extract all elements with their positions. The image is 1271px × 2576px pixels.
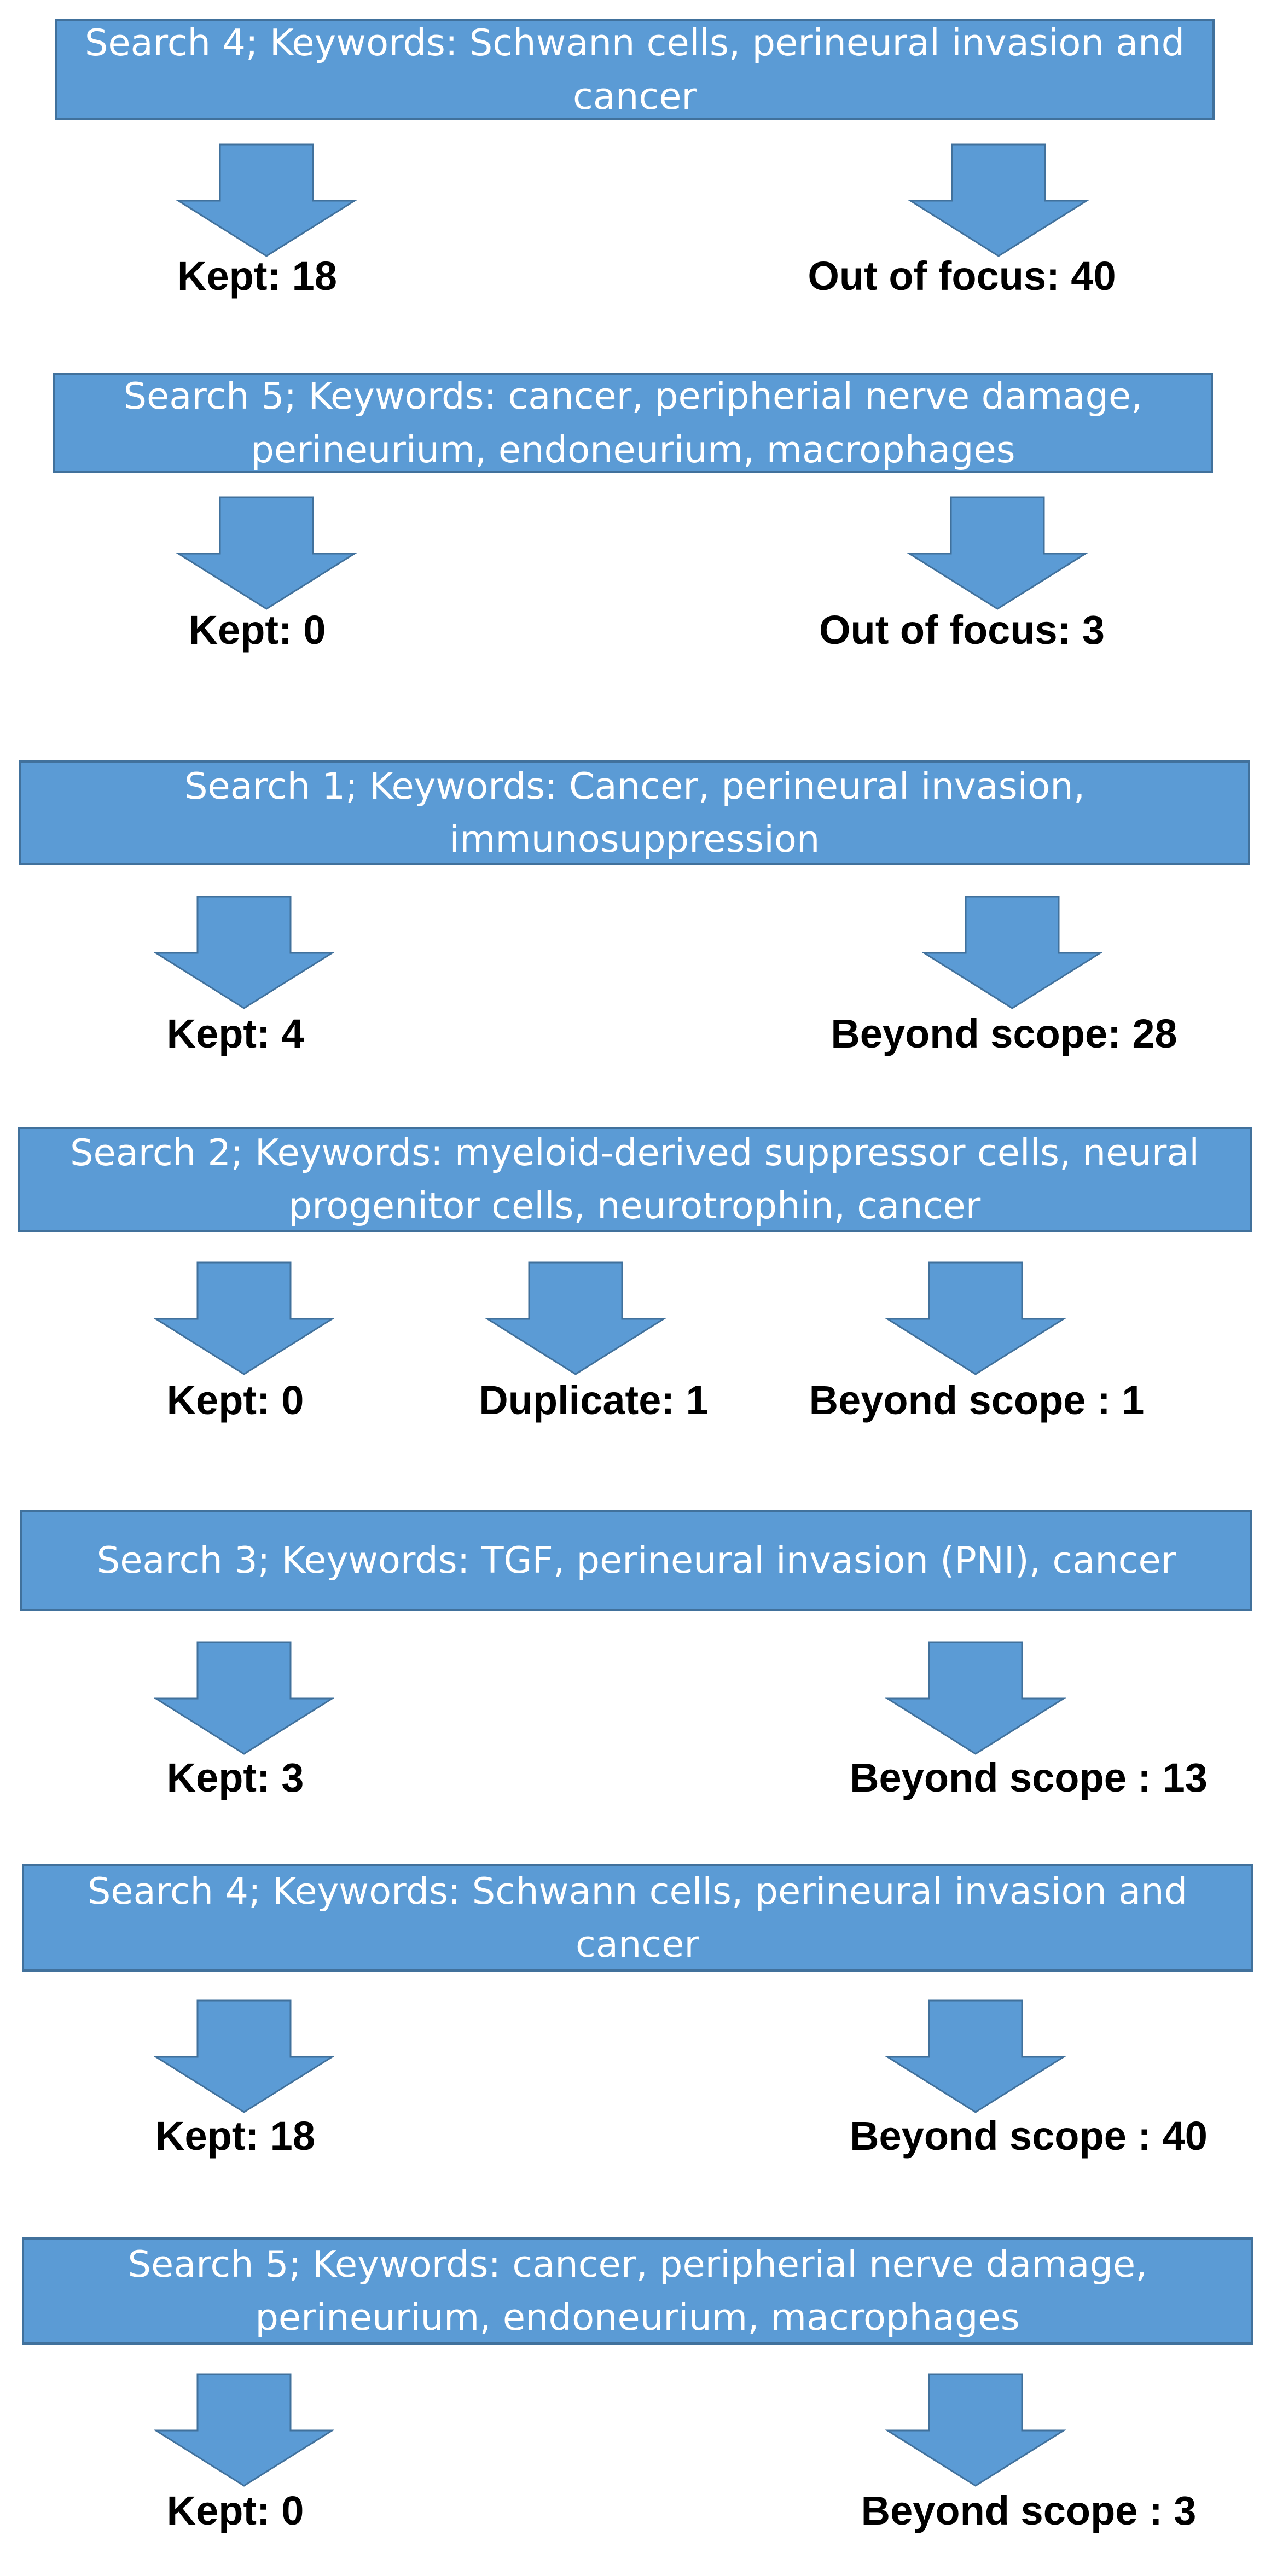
down-arrow-icon [154, 1999, 334, 2113]
outcome-label: Kept: 4 [166, 1011, 304, 1056]
outcome-label: Kept: 0 [166, 1377, 304, 1423]
outcome-label: Out of focus: 40 [808, 253, 1116, 299]
search-box-4: Search 2; Keywords: myeloid-derived supp… [18, 1127, 1252, 1232]
outcome-label: Duplicate: 1 [479, 1377, 709, 1423]
search-box-title: Search 4; Keywords: Schwann cells, perin… [87, 1869, 1188, 1966]
outcome-label: Kept: 18 [155, 2113, 315, 2159]
down-arrow-icon [907, 496, 1088, 610]
outcome-label: Kept: 18 [177, 253, 337, 299]
down-arrow-icon [922, 896, 1102, 1009]
search-box-title: Search 3; Keywords: TGF, perineural inva… [96, 1538, 1176, 1581]
down-arrow-icon [485, 1261, 666, 1375]
search-box-7: Search 5; Keywords: cancer, peripherial … [22, 2237, 1253, 2345]
search-box-title: Search 4; Keywords: Schwann cells, perin… [84, 21, 1185, 118]
outcome-label: Kept: 3 [166, 1755, 304, 1800]
down-arrow-icon [176, 143, 357, 257]
search-box-title: Search 5; Keywords: cancer, peripherial … [127, 2242, 1147, 2339]
search-box-2: Search 5; Keywords: cancer, peripherial … [53, 373, 1213, 473]
down-arrow-icon [154, 896, 334, 1009]
search-box-title: Search 5; Keywords: cancer, peripherial … [123, 375, 1143, 471]
search-box-6: Search 4; Keywords: Schwann cells, perin… [22, 1864, 1253, 1972]
outcome-label: Kept: 0 [166, 2488, 304, 2533]
down-arrow-icon [885, 2373, 1066, 2487]
outcome-label: Beyond scope : 40 [850, 2113, 1208, 2159]
outcome-label: Beyond scope: 28 [831, 1011, 1177, 1056]
search-box-title: Search 1; Keywords: Cancer, perineural i… [184, 764, 1086, 860]
outcome-label: Kept: 0 [188, 607, 326, 653]
search-box-3: Search 1; Keywords: Cancer, perineural i… [19, 760, 1250, 865]
down-arrow-icon [908, 143, 1089, 257]
outcome-label: Out of focus: 3 [819, 607, 1105, 653]
down-arrow-icon [885, 1261, 1066, 1375]
search-box-title: Search 2; Keywords: myeloid-derived supp… [69, 1131, 1200, 1227]
outcome-label: Beyond scope : 1 [809, 1377, 1145, 1423]
down-arrow-icon [885, 1641, 1066, 1755]
down-arrow-icon [154, 2373, 334, 2487]
down-arrow-icon [885, 1999, 1066, 2113]
outcome-label: Beyond scope : 3 [861, 2488, 1197, 2533]
down-arrow-icon [154, 1641, 334, 1755]
outcome-label: Beyond scope : 13 [850, 1755, 1208, 1800]
down-arrow-icon [154, 1261, 334, 1375]
search-box-5: Search 3; Keywords: TGF, perineural inva… [20, 1510, 1252, 1611]
search-box-1: Search 4; Keywords: Schwann cells, perin… [55, 19, 1215, 120]
down-arrow-icon [176, 496, 357, 610]
